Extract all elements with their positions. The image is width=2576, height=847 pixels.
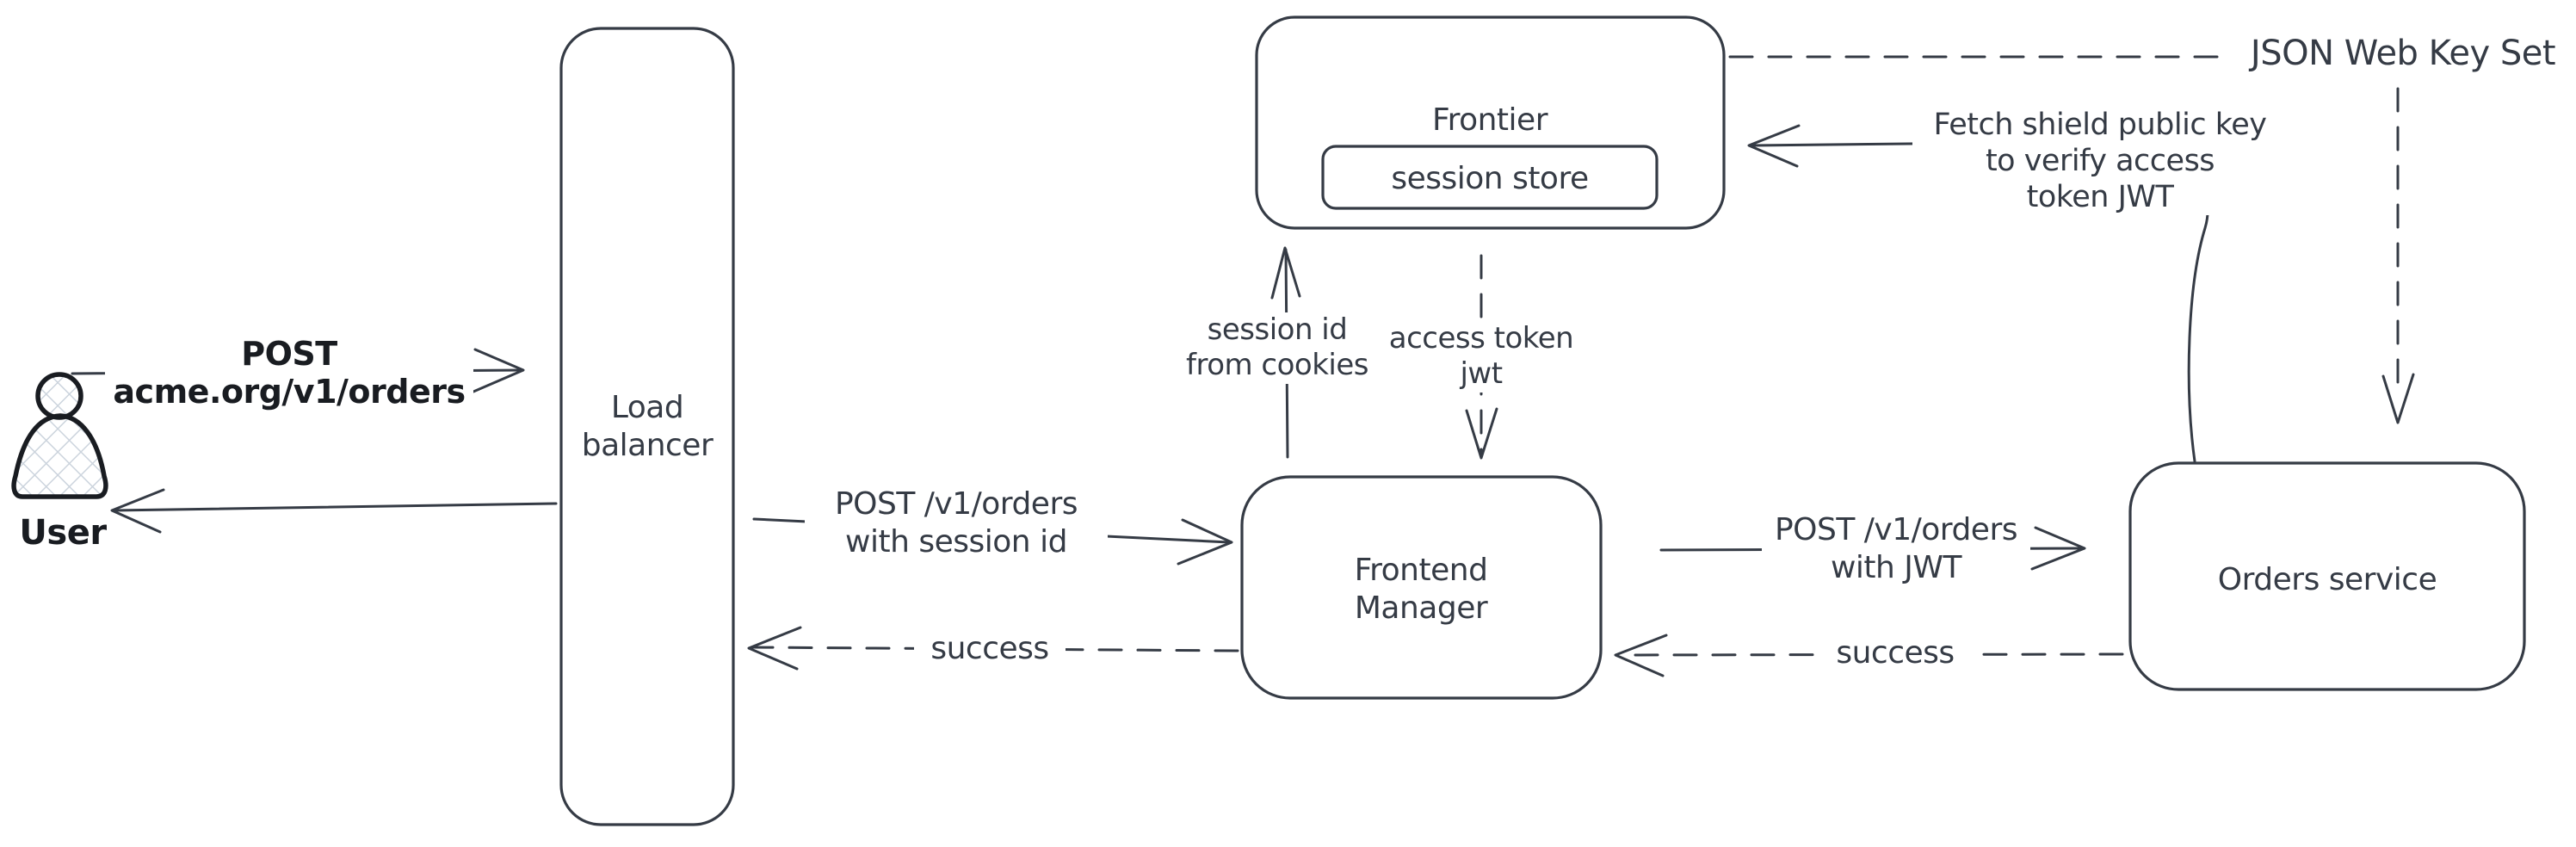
orders-service-label: Orders service bbox=[2217, 562, 2437, 597]
edge-label-post-orders-session-line1: POST /v1/orders bbox=[834, 486, 1078, 522]
frontier-label: Frontier bbox=[1431, 102, 1548, 138]
edge-label-session-id-cookies-line2: from cookies bbox=[1186, 348, 1369, 383]
orders-service-node bbox=[2128, 461, 2526, 691]
user-head-icon bbox=[35, 372, 83, 420]
edge-label-post-orders-jwt: POST /v1/orders with JWT bbox=[1762, 511, 2030, 587]
edge-label-fetch-shield-key: Fetch shield public key to verify access… bbox=[1912, 107, 2288, 215]
arrow-post-orders-session-id-head bbox=[1177, 518, 1233, 566]
edge-label-post-orders-line1: POST bbox=[241, 335, 337, 373]
edge-label-access-token-jwt-line1: access token bbox=[1388, 321, 1574, 355]
frontend-manager-label-line1: Frontend bbox=[1354, 553, 1488, 588]
frontend-manager-label: Frontend Manager bbox=[1291, 552, 1551, 628]
jwks-label: JSON Web Key Set bbox=[2250, 34, 2556, 73]
arrow-success-to-frontend-manager-head bbox=[1614, 634, 1668, 677]
edge-label-access-token-jwt: access token jwt bbox=[1386, 321, 1577, 393]
edge-label-session-id-cookies-line1: session id bbox=[1207, 312, 1348, 347]
arrow-fetch-shield-public-key-head bbox=[1747, 124, 1801, 168]
user-label: User bbox=[19, 513, 107, 553]
frontend-manager-node bbox=[1240, 475, 1603, 700]
edge-label-fetch-shield-key-line2: to verify access bbox=[1985, 144, 2215, 178]
arrow-success-to-load-balancer-head bbox=[747, 626, 802, 671]
user-figure bbox=[11, 372, 108, 499]
load-balancer-label-line2: balancer bbox=[581, 427, 713, 463]
edge-label-post-orders-session: POST /v1/orders with session id bbox=[805, 485, 1108, 561]
edge-label-success-right: success bbox=[1819, 634, 1971, 672]
edge-label-session-id-cookies: session id from cookies bbox=[1171, 312, 1384, 384]
frontier-node bbox=[1255, 15, 1726, 230]
arrow-post-orders-head bbox=[472, 348, 525, 393]
edge-label-post-orders-line2: acme.org/v1/orders bbox=[113, 372, 466, 411]
load-balancer-node bbox=[559, 27, 735, 826]
edge-label-post-orders-jwt-line2: with JWT bbox=[1830, 549, 1962, 585]
edge-label-post-orders: POST acme.org/v1/orders bbox=[105, 335, 473, 411]
arrow-post-orders-jwt-head bbox=[2030, 526, 2086, 571]
edge-label-access-token-jwt-line2: jwt bbox=[1460, 356, 1503, 392]
session-store-node bbox=[1321, 145, 1659, 210]
session-store-label: session store bbox=[1391, 161, 1589, 196]
load-balancer-label-line1: Load bbox=[610, 390, 684, 425]
user-body-icon bbox=[11, 413, 108, 499]
edge-label-post-orders-jwt-line1: POST /v1/orders bbox=[1774, 512, 2018, 547]
arrow-session-id-from-cookies-head bbox=[1270, 246, 1301, 300]
arrow-response-to-user bbox=[112, 502, 558, 512]
edge-label-success-left: success bbox=[914, 630, 1066, 668]
arrow-response-to-user-head bbox=[110, 488, 165, 534]
edge-label-fetch-shield-key-line3: token JWT bbox=[2026, 180, 2174, 214]
arrow-jwks-to-orders-service-head bbox=[2381, 373, 2415, 424]
edge-label-post-orders-session-line2: with session id bbox=[845, 523, 1067, 560]
frontend-manager-label-line2: Manager bbox=[1354, 590, 1488, 626]
arrow-access-token-jwt-head bbox=[1465, 407, 1498, 460]
edge-label-fetch-shield-key-line1: Fetch shield public key bbox=[1933, 108, 2267, 142]
load-balancer-label: Load balancer bbox=[553, 389, 742, 465]
